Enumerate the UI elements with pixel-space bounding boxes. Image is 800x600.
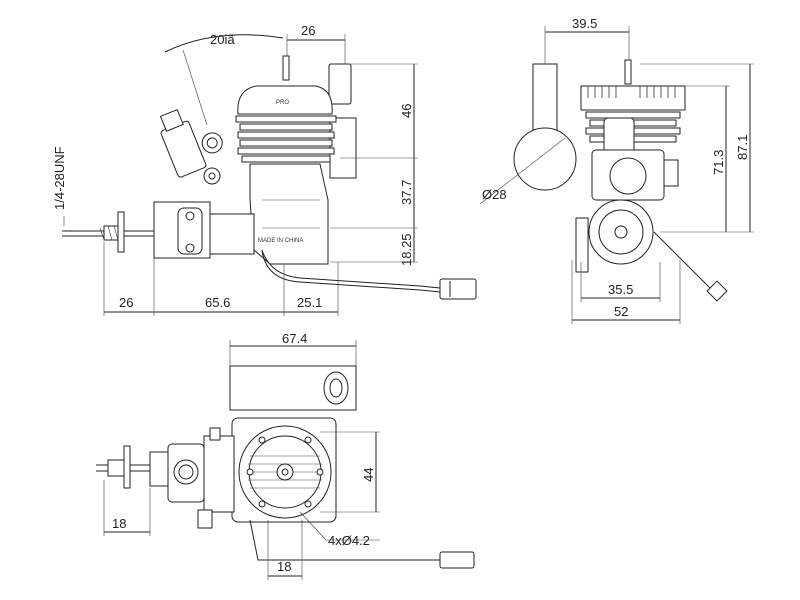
front-top-dim: 26 bbox=[301, 23, 315, 38]
front-dim-18-25: 18.25 bbox=[399, 233, 414, 266]
bottom-lead bbox=[249, 519, 440, 561]
side-needle bbox=[663, 159, 679, 187]
bottom-dim-18-left: 18 bbox=[112, 516, 126, 531]
side-dim-52: 52 bbox=[614, 304, 628, 319]
front-dim-26: 26 bbox=[119, 295, 133, 310]
exhaust-stack bbox=[532, 63, 558, 135]
cooling-fins bbox=[235, 115, 337, 163]
bottom-dim-44: 44 bbox=[361, 468, 376, 482]
angle-arc bbox=[164, 34, 269, 53]
glow-plug bbox=[282, 55, 290, 81]
front-dim-46: 46 bbox=[399, 104, 414, 118]
muffler-canister bbox=[513, 127, 577, 191]
muffler bbox=[328, 63, 352, 105]
bottom-view: 67.4 bbox=[96, 331, 475, 580]
side-view: 39.5 Ø28 bbox=[479, 16, 754, 324]
ignition-lead bbox=[261, 249, 441, 289]
cylinder-head bbox=[237, 85, 333, 115]
bottom-housing bbox=[203, 435, 235, 513]
front-dim-65-6: 65.6 bbox=[205, 295, 230, 310]
hole-callout: 4xØ4.2 bbox=[328, 533, 370, 548]
crankcase bbox=[249, 163, 329, 265]
angle-label: 20iã bbox=[210, 32, 235, 47]
side-dim-35-5: 35.5 bbox=[608, 282, 633, 297]
side-glow-plug bbox=[624, 59, 632, 85]
side-head-fins bbox=[580, 85, 686, 111]
bottom-prop-washer bbox=[123, 445, 131, 489]
bottom-dim-18: 18 bbox=[277, 559, 291, 574]
prop-hub bbox=[177, 207, 203, 255]
side-dim-71-3: 71.3 bbox=[711, 150, 726, 175]
bottom-prop-nut bbox=[107, 459, 125, 477]
brand-mark: PRO bbox=[276, 100, 289, 106]
ignition-connector bbox=[439, 278, 477, 300]
bearing-housing bbox=[209, 213, 255, 255]
side-top-dim: 39.5 bbox=[572, 16, 597, 31]
head-bolt bbox=[258, 436, 266, 444]
carburetor bbox=[159, 108, 223, 178]
front-dim-37-7: 37.7 bbox=[399, 180, 414, 205]
side-dim-87-1: 87.1 bbox=[735, 135, 750, 160]
prop-washer bbox=[117, 211, 125, 253]
front-view: 20iã 26 PRO MADE IN CHINA bbox=[52, 23, 477, 316]
thread-label: 1/4-28UNF bbox=[52, 146, 67, 210]
front-dim-25-1: 25.1 bbox=[297, 295, 322, 310]
side-tank-dia: Ø28 bbox=[482, 187, 507, 202]
angle-leader bbox=[182, 49, 208, 126]
made-in-label: MADE IN CHINA bbox=[258, 238, 303, 244]
bottom-top-dim: 67.4 bbox=[282, 331, 307, 346]
